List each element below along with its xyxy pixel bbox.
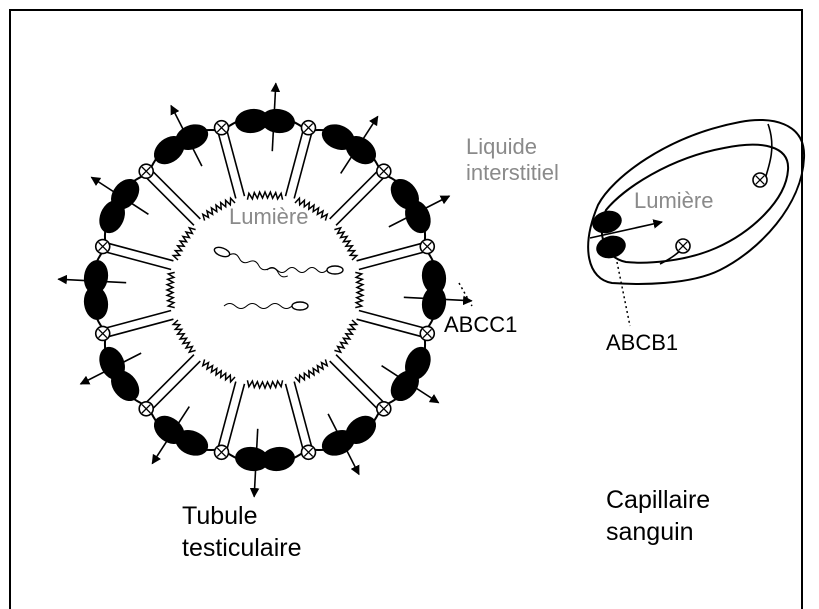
- transporter-icon: [233, 445, 296, 473]
- sertoli-wall-line: [294, 130, 312, 199]
- transporter-icon: [148, 120, 212, 170]
- microvilli-border: [247, 380, 282, 388]
- sertoli-wall-line: [103, 251, 172, 269]
- sertoli-wall-line: [330, 169, 380, 219]
- transporter-icon: [385, 343, 435, 407]
- abcc1-leader-line: [459, 283, 472, 306]
- microvilli-border: [167, 272, 175, 307]
- capillary-caption: Capillaire sanguin: [606, 484, 710, 548]
- sertoli-wall-line: [105, 319, 174, 337]
- blood-capillary: [588, 120, 804, 326]
- sperm-head: [327, 266, 343, 274]
- sertoli-wall-line: [357, 319, 426, 337]
- sertoli-wall-line: [285, 128, 303, 197]
- transporter-lobe: [82, 258, 110, 295]
- sperm-head: [213, 246, 231, 259]
- sertoli-wall-line: [359, 251, 428, 269]
- sertoli-wall-line: [103, 310, 172, 328]
- transporter-icon: [233, 107, 296, 135]
- sertoli-wall-line: [359, 310, 428, 328]
- abcc1-label: ABCC1: [444, 312, 517, 338]
- sertoli-wall-line: [330, 361, 380, 411]
- sertoli-wall-line: [217, 130, 235, 199]
- sertoli-wall-line: [217, 382, 235, 451]
- interstitial-fluid-label: Liquide interstitiel: [466, 134, 559, 186]
- spermatozoon-icon: [213, 246, 289, 280]
- tubule-lumen-label: Lumière: [229, 204, 308, 230]
- sperm-head: [292, 302, 308, 310]
- microvilli-border: [173, 320, 195, 352]
- sertoli-wall-line: [336, 355, 386, 405]
- transporter-icon: [318, 410, 382, 460]
- transporter-icon: [148, 410, 212, 460]
- sertoli-wall-line: [357, 242, 426, 260]
- microvilli-border: [203, 359, 235, 381]
- microvilli-border: [355, 272, 363, 307]
- abcb1-leader-line: [617, 262, 630, 326]
- transporter-icon: [82, 258, 110, 321]
- endothelial-junction-line: [764, 124, 772, 182]
- microvilli-border: [334, 320, 356, 352]
- transporter-icon: [95, 343, 145, 407]
- sperm-tail: [229, 252, 289, 278]
- sperm-tail: [224, 304, 292, 309]
- sertoli-wall-line: [285, 384, 303, 453]
- microvilli-border: [247, 192, 282, 200]
- transporter-icon: [95, 173, 145, 237]
- sertoli-wall-line: [150, 361, 200, 411]
- transporter-icon: [318, 120, 382, 170]
- capillary-lumen-label: Lumière: [634, 188, 713, 214]
- transporter-lobe: [259, 107, 296, 135]
- transporter-lobe: [233, 445, 270, 473]
- spermatozoon-icon: [224, 302, 308, 310]
- microvilli-border: [295, 359, 327, 381]
- sertoli-wall-line: [105, 242, 174, 260]
- tubule-caption: Tubule testiculaire: [182, 500, 302, 564]
- sertoli-wall-line: [294, 382, 312, 451]
- seminiferous-tubule: [58, 83, 472, 496]
- sertoli-wall-line: [144, 175, 194, 225]
- sertoli-wall-line: [226, 384, 244, 453]
- abcb1-label: ABCB1: [606, 330, 678, 356]
- sertoli-wall-line: [144, 355, 194, 405]
- microvilli-border: [173, 228, 195, 260]
- sertoli-wall-line: [150, 169, 200, 219]
- sertoli-wall-line: [336, 175, 386, 225]
- sertoli-wall-line: [226, 128, 244, 197]
- transporter-icon: [385, 173, 435, 237]
- microvilli-border: [334, 228, 356, 260]
